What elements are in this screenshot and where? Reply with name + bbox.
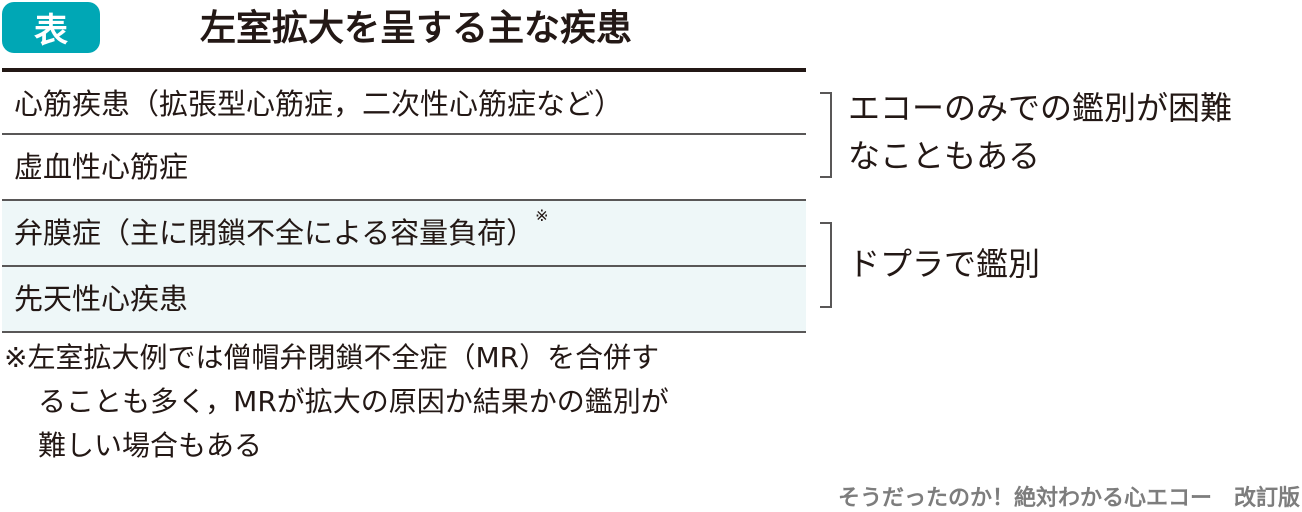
footnote: ※左室拡大例では僧帽弁閉鎖不全症（MR）を合併す ることも多く，MRが拡大の原因… (4, 336, 814, 468)
table-row: 弁膜症（主に閉鎖不全による容量負荷）※ (2, 201, 806, 267)
table-badge: 表 (2, 2, 100, 53)
note-line: ドプラで鑑別 (848, 245, 1041, 283)
table-row: 虚血性心筋症 (2, 135, 806, 201)
footnote-line: 難しい場合もある (38, 429, 263, 462)
footnote-line: ることも多く，MRが拡大の原因か結果かの鑑別が (38, 385, 669, 418)
footnote-line: ※左室拡大例では僧帽弁閉鎖不全症（MR）を合併す (4, 341, 660, 374)
top-rule (2, 68, 806, 72)
footnote-mark: ※ (535, 206, 549, 225)
row-text: 虚血性心筋症 (14, 150, 189, 184)
group-note: ドプラで鑑別 (848, 240, 1040, 288)
table-title: 左室拡大を呈する主な疾患 (200, 8, 633, 49)
table-row: 心筋疾患（拡張型心筋症，二次性心筋症など） (2, 72, 806, 135)
table-row: 先天性心疾患 (2, 267, 806, 333)
group-bracket (820, 92, 832, 178)
row-text: 心筋疾患（拡張型心筋症，二次性心筋症など） (14, 87, 624, 121)
group-note: エコーのみでの鑑別が困難 なこともある (848, 84, 1232, 180)
note-line: エコーのみでの鑑別が困難 (848, 89, 1233, 127)
note-line: なこともある (848, 137, 1041, 175)
group-bracket (820, 222, 832, 308)
source-credit: そうだったのか！絶対わかる心エコー 改訂版 (837, 486, 1300, 511)
row-text: 弁膜症（主に閉鎖不全による容量負荷） (14, 216, 536, 250)
row-text: 先天性心疾患 (14, 282, 189, 316)
